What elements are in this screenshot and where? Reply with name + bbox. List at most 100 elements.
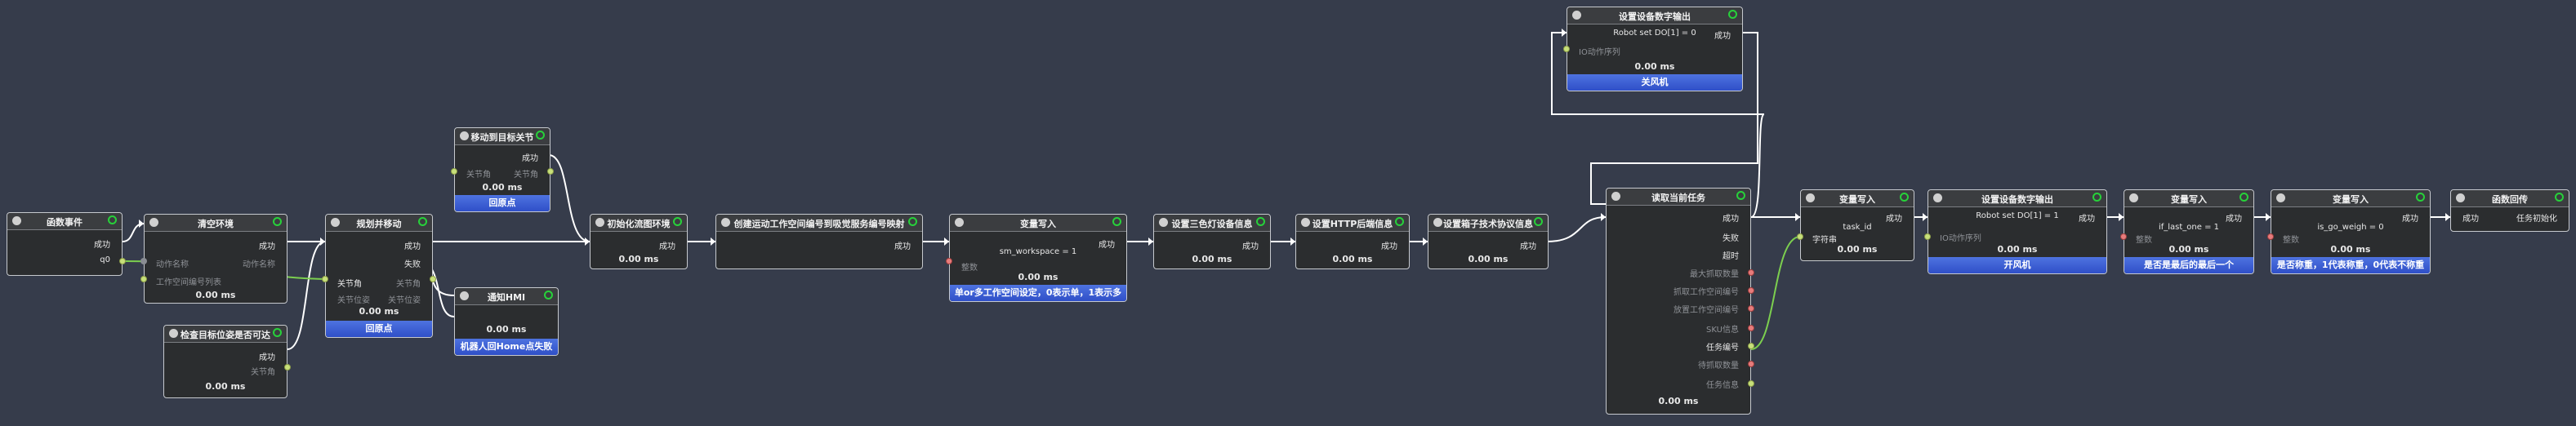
data-port[interactable] — [451, 168, 457, 175]
data-port[interactable] — [1748, 361, 1754, 367]
flow-arrow-icon — [944, 237, 949, 246]
run-status-icon — [2240, 193, 2248, 202]
run-status-icon — [1256, 217, 1265, 226]
data-port[interactable] — [2120, 233, 2127, 240]
node-variable-write-task-id[interactable]: 变量写入 成功 task_id 字符串 0.00 ms — [1800, 189, 1914, 261]
io-expression: Robot set DO[1] = 0 — [1613, 29, 1696, 38]
node-title: 变量写入 — [2171, 194, 2207, 205]
node-function-return[interactable]: 函数回传 成功 任务初始化 — [2450, 189, 2569, 232]
data-port[interactable] — [119, 258, 126, 264]
node-variable-write-workspace[interactable]: 变量写入 成功 sm_workspace = 1 整数 0.00 ms 单or多… — [949, 214, 1127, 302]
output-success-label: 成功 — [1381, 242, 1397, 251]
run-status-icon — [1112, 217, 1121, 226]
input-integer: 整数 — [2283, 236, 2299, 245]
node-set-box-protocol[interactable]: 设置箱子技术协议信息 成功 0.00 ms — [1428, 214, 1549, 269]
exec-time: 0.00 ms — [1018, 272, 1058, 282]
input-joint-angle: 关节角 — [466, 171, 491, 180]
exec-time: 0.00 ms — [1837, 244, 1878, 255]
node-variable-write-last-one[interactable]: 变量写入 成功 if_last_one = 1 整数 0.00 ms 是否是最后… — [2124, 189, 2254, 274]
data-port[interactable] — [1748, 343, 1754, 349]
run-status-icon — [908, 217, 917, 226]
run-status-icon — [273, 328, 282, 337]
node-check-reachability[interactable]: 检查目标位姿是否可达 成功 关节角 0.00 ms — [163, 325, 287, 398]
data-port[interactable] — [140, 258, 147, 264]
output-joint-angle: 关节角 — [251, 368, 275, 377]
node-clear-environment[interactable]: 清空环境 成功 动作名称 工作空间编号列表 动作名称 0.00 ms — [144, 214, 287, 304]
exec-time: 0.00 ms — [1634, 61, 1675, 72]
node-description: 开风机 — [1928, 257, 2106, 273]
data-port[interactable] — [2267, 233, 2274, 240]
flow-arrow-icon — [2119, 213, 2124, 221]
output-place-workspace-id: 放置工作空间编号 — [1674, 306, 1739, 315]
output-joint-angle: 关节角 — [396, 280, 421, 289]
exec-time: 0.00 ms — [359, 306, 399, 317]
node-title: 设置设备数字输出 — [1619, 11, 1691, 22]
run-status-icon — [1900, 193, 1909, 202]
node-description: 回原点 — [326, 321, 432, 337]
exec-time: 0.00 ms — [195, 290, 236, 300]
input-joint-angle: 关节角 — [337, 280, 362, 289]
exec-time: 0.00 ms — [1332, 254, 1373, 264]
exec-time: 0.00 ms — [1468, 254, 1509, 264]
status-dot — [169, 329, 178, 338]
output-task-id: 任务编号 — [1706, 344, 1739, 353]
node-variable-write-go-weigh[interactable]: 变量写入 成功 is_go_weigh = 0 整数 0.00 ms 是否称重，… — [2271, 189, 2431, 274]
run-status-icon — [418, 217, 427, 226]
data-port[interactable] — [946, 258, 952, 264]
exec-time: 0.00 ms — [205, 381, 246, 392]
data-port[interactable] — [1748, 269, 1754, 276]
flow-arrow-icon — [1601, 213, 1606, 221]
data-port[interactable] — [430, 276, 436, 282]
data-port[interactable] — [1748, 305, 1754, 312]
node-function-event[interactable]: 函数事件 成功 q0 — [7, 212, 123, 276]
status-dot — [2129, 193, 2138, 202]
exec-time: 0.00 ms — [1997, 244, 2038, 255]
run-status-icon — [108, 215, 117, 224]
wire — [1590, 32, 1758, 205]
node-notify-hmi[interactable]: 通知HMI 0.00 ms 机器人回Home点失败 — [454, 287, 559, 356]
status-dot — [331, 218, 340, 227]
status-dot — [1933, 193, 1942, 202]
status-dot — [460, 131, 469, 140]
output-max-pick-count: 最大抓取数量 — [1690, 270, 1739, 279]
node-move-to-joint[interactable]: 移动到目标关节 成功 关节角 关节角 0.00 ms 回原点 — [454, 127, 550, 212]
input-io-sequence: IO动作序列 — [1579, 48, 1620, 57]
data-port[interactable] — [1924, 233, 1931, 240]
data-port[interactable] — [1748, 325, 1754, 331]
run-status-icon — [2416, 193, 2425, 202]
data-port[interactable] — [1797, 233, 1803, 240]
data-port[interactable] — [1748, 287, 1754, 294]
data-port[interactable] — [547, 168, 554, 175]
variable-expression: task_id — [1843, 223, 1872, 232]
status-dot — [12, 216, 21, 225]
run-status-icon — [1534, 217, 1543, 226]
data-port[interactable] — [1563, 46, 1570, 52]
output-success-label: 成功 — [1242, 242, 1259, 251]
node-set-tricolor-light[interactable]: 设置三色灯设备信息 成功 0.00 ms — [1153, 214, 1271, 269]
data-port[interactable] — [284, 364, 291, 371]
node-plan-and-move[interactable]: 规划并移动 成功 失败 关节角 关节位姿 关节角 关节位姿 0.00 ms 回原… — [325, 214, 433, 338]
node-set-http-backend[interactable]: 设置HTTP后端信息 成功 0.00 ms — [1295, 214, 1410, 269]
data-port[interactable] — [140, 276, 147, 282]
data-port[interactable] — [322, 276, 328, 282]
node-init-flow-env[interactable]: 初始化流图环境 成功 0.00 ms — [590, 214, 688, 269]
node-description: 是否称重，1代表称重，0代表不称重 — [2271, 257, 2430, 273]
output-joint-angle: 关节角 — [514, 171, 538, 180]
run-status-icon — [673, 217, 682, 226]
run-status-icon — [544, 291, 553, 300]
status-dot — [460, 291, 469, 300]
run-status-icon — [536, 131, 545, 140]
node-title: 设置HTTP后端信息 — [1312, 219, 1393, 229]
run-status-icon — [2555, 193, 2564, 202]
node-read-current-task[interactable]: 读取当前任务 成功 失败 超时 最大抓取数量 抓取工作空间编号 放置工作空间编号… — [1606, 188, 1751, 415]
node-set-digital-output-fan-off[interactable]: 设置设备数字输出 Robot set DO[1] = 0 成功 IO动作序列 0… — [1567, 7, 1743, 91]
output-success-label: 成功 — [2402, 215, 2418, 224]
node-create-workspace-mapping[interactable]: 创建运动工作空间编号到吸觉服务编号映射 成功 — [715, 214, 923, 269]
data-port[interactable] — [1748, 380, 1754, 387]
node-description: 回原点 — [455, 195, 550, 211]
flow-arrow-icon — [1290, 237, 1295, 246]
node-set-digital-output-fan-on[interactable]: 设置设备数字输出 Robot set DO[1] = 1 成功 IO动作序列 0… — [1928, 189, 2107, 274]
output-pick-workspace-id: 抓取工作空间编号 — [1674, 288, 1739, 297]
output-success-label: 成功 — [404, 242, 421, 251]
run-status-icon — [1395, 217, 1404, 226]
